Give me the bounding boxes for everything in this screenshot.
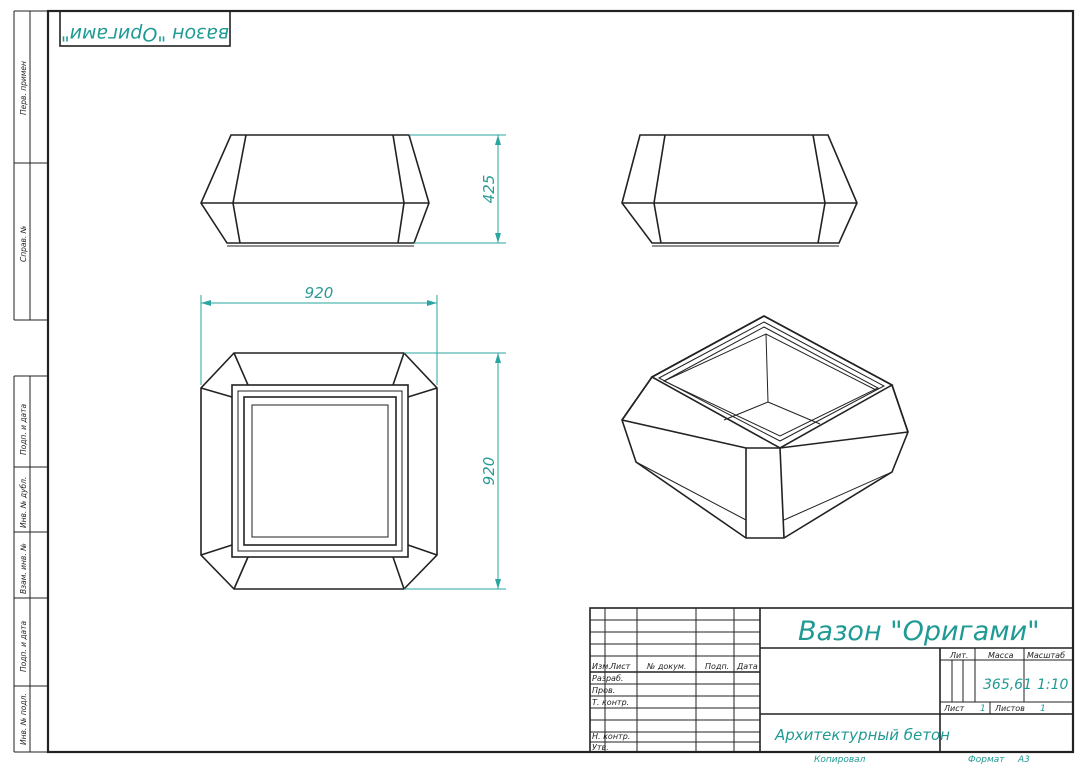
sheet-value: 1 xyxy=(980,704,986,714)
plan-view xyxy=(200,352,438,590)
dimension-height: 425 xyxy=(409,134,506,244)
header-sign: Подп. xyxy=(705,662,729,671)
left-binding-strip: Перв. примен Справ. № Подп. и дата Инв. … xyxy=(13,10,48,753)
role-razrab: Разраб. xyxy=(592,674,623,683)
role-t-kontr: Т. контр. xyxy=(592,698,629,707)
footer-format-label: Формат xyxy=(968,755,1005,765)
scale-value: 1:10 xyxy=(1037,677,1069,693)
footer: Копировал Формат А3 xyxy=(814,755,1030,765)
isometric-view xyxy=(621,315,909,539)
top-stamp: вазон "Оригами" xyxy=(59,10,231,47)
footer-format-value: А3 xyxy=(1017,755,1030,765)
header-izm: Изм. xyxy=(592,662,611,671)
front-view xyxy=(200,134,430,247)
role-prov: Пров. xyxy=(592,686,615,695)
drawing-title: Вазон "Оригами" xyxy=(798,616,1040,647)
sheets-label: Листов xyxy=(994,704,1025,713)
material-label: Архитектурный бетон xyxy=(774,726,950,744)
sheets-value: 1 xyxy=(1040,704,1046,714)
side-label-podp1: Подп. и дата xyxy=(19,404,28,455)
drawing-frame xyxy=(46,9,1075,754)
role-n-kontr: Н. контр. xyxy=(592,732,630,741)
side-label-sprav: Справ. № xyxy=(19,225,28,262)
scale-label: Масштаб xyxy=(1027,651,1065,660)
side-label-inv-podl: Инв. № подл. xyxy=(19,693,28,745)
title-block: Изм. Лист № докум. Подп. Дата Разраб. Пр… xyxy=(589,607,1074,753)
svg-text:вазон "Оригами": вазон "Оригами" xyxy=(61,23,229,45)
dimension-width-label: 920 xyxy=(305,284,334,302)
lit-label: Лит. xyxy=(949,651,968,660)
dimension-height-label: 425 xyxy=(480,175,498,204)
side-label-podp2: Подп. и дата xyxy=(19,621,28,672)
mass-value: 365,61 xyxy=(983,677,1032,693)
side-label-perv: Перв. примен xyxy=(19,61,28,115)
mass-label: Масса xyxy=(988,651,1014,660)
header-doc-no: № докум. xyxy=(646,662,686,671)
dimension-depth-label: 920 xyxy=(480,457,498,486)
header-date: Дата xyxy=(736,662,758,671)
side-view xyxy=(621,134,858,247)
dimension-depth: 920 xyxy=(404,352,506,590)
header-list: Лист xyxy=(609,662,631,671)
dimension-width: 920 xyxy=(200,284,438,385)
role-utv: Утв. xyxy=(592,743,609,752)
side-label-inv-dubl: Инв. № дубл. xyxy=(19,477,28,528)
footer-copied: Копировал xyxy=(814,755,866,765)
side-label-vzam: Взам. инв. № xyxy=(19,543,28,594)
sheet-label: Лист xyxy=(943,704,965,713)
